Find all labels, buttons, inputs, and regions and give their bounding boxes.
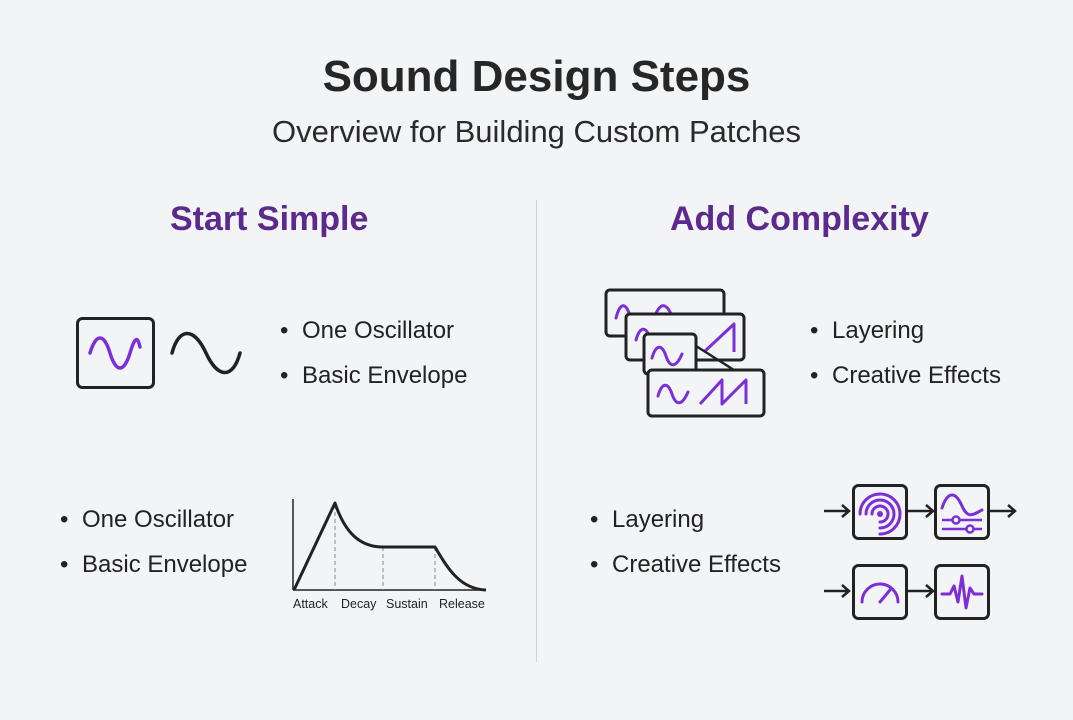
signal-arrow-icon (824, 504, 851, 518)
pulse-waveform-icon (934, 564, 990, 620)
reverb-icon (852, 484, 908, 540)
envelope-bullet-list: One Oscillator Basic Envelope (60, 497, 247, 587)
envelope-label-sustain: Sustain (386, 597, 428, 611)
bullet-one-oscillator: One Oscillator (60, 497, 247, 542)
bullet-basic-envelope: Basic Envelope (280, 353, 467, 398)
effects-bullet-list: Layering Creative Effects (590, 497, 781, 587)
bullet-one-oscillator: One Oscillator (280, 308, 467, 353)
envelope-label-release: Release (439, 597, 485, 611)
adsr-envelope-diagram (292, 499, 487, 592)
page-subtitle: Overview for Building Custom Patches (272, 114, 801, 149)
drive-gauge-icon (852, 564, 908, 620)
bullet-layering: Layering (590, 497, 781, 542)
signal-arrow-icon (908, 504, 935, 518)
column-divider (536, 200, 537, 662)
signal-arrow-icon (908, 584, 935, 598)
sine-wave-icon (170, 331, 242, 375)
heading-start-simple: Start Simple (170, 200, 369, 238)
filter-eq-icon (934, 484, 990, 540)
envelope-label-attack: Attack (293, 597, 328, 611)
envelope-label-decay: Decay (341, 597, 377, 611)
layering-bullet-list: Layering Creative Effects (810, 308, 1001, 398)
bullet-creative-effects: Creative Effects (810, 353, 1001, 398)
page-title: Sound Design Steps (322, 52, 751, 101)
signal-arrow-icon (824, 584, 851, 598)
bullet-basic-envelope: Basic Envelope (60, 542, 247, 587)
signal-arrow-icon (990, 504, 1017, 518)
bullet-layering: Layering (810, 308, 1001, 353)
heading-add-complexity: Add Complexity (670, 200, 929, 238)
sine-wave-module-icon (76, 317, 155, 389)
stacked-oscillator-layers-icon (604, 288, 766, 418)
bullet-creative-effects: Creative Effects (590, 542, 781, 587)
oscillator-bullet-list: One Oscillator Basic Envelope (280, 308, 467, 398)
